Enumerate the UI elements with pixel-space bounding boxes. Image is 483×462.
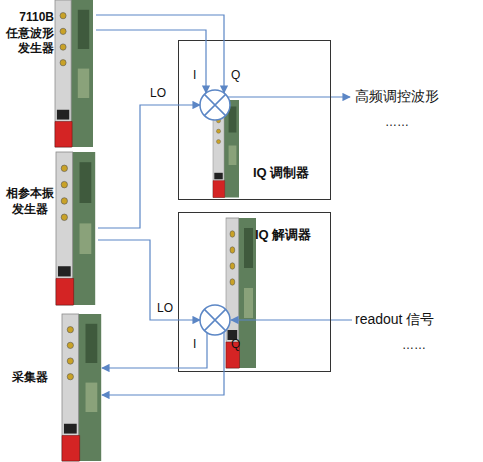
mixer-cross: [204, 94, 225, 115]
signal-label: Q: [231, 68, 240, 82]
instrument-label: 相参本振 发生器: [4, 186, 56, 217]
signal-wire: [102, 332, 224, 395]
signal-wire: [98, 240, 200, 320]
annotation: ……: [402, 338, 426, 352]
module-label: IQ 解调器: [255, 227, 331, 244]
mixer-circle: [200, 90, 230, 120]
signal-label: LO: [157, 301, 173, 315]
annotation: ……: [385, 115, 409, 129]
mixer-circle: [200, 305, 230, 335]
annotation: readout 信号: [355, 311, 434, 329]
mixer-symbol: [200, 90, 230, 120]
output-wire: [228, 96, 350, 97]
instrument-node: 相参本振 发生器: [4, 150, 98, 307]
demodulator-card: [226, 218, 256, 368]
signal-wire: [98, 105, 200, 228]
signal-label: Q: [231, 337, 240, 351]
module-box: IQ 调制器: [178, 40, 331, 200]
mixer-symbol: [200, 305, 230, 335]
instrument-node: 7110B 任意波形 发生器: [4, 2, 96, 147]
instrument-label: 采集器: [4, 370, 56, 386]
signal-wire: [96, 15, 224, 93]
instrument-node: 采集器: [4, 312, 102, 462]
signal-wire: [102, 333, 207, 368]
module-label: IQ 调制器: [253, 165, 329, 182]
input-wire: [231, 319, 352, 320]
signal-label: I: [193, 68, 196, 82]
annotation: 高频调控波形: [355, 88, 439, 106]
module-box: IQ 解调器: [178, 212, 331, 372]
lo-card: [56, 152, 95, 305]
signal-label: I: [193, 337, 196, 351]
digitizer-card: [62, 314, 101, 461]
signal-label: LO: [150, 86, 166, 100]
awg-card: [55, 0, 93, 147]
mixer-cross: [204, 309, 225, 330]
instrument-label: 7110B 任意波形 发生器: [4, 10, 54, 57]
